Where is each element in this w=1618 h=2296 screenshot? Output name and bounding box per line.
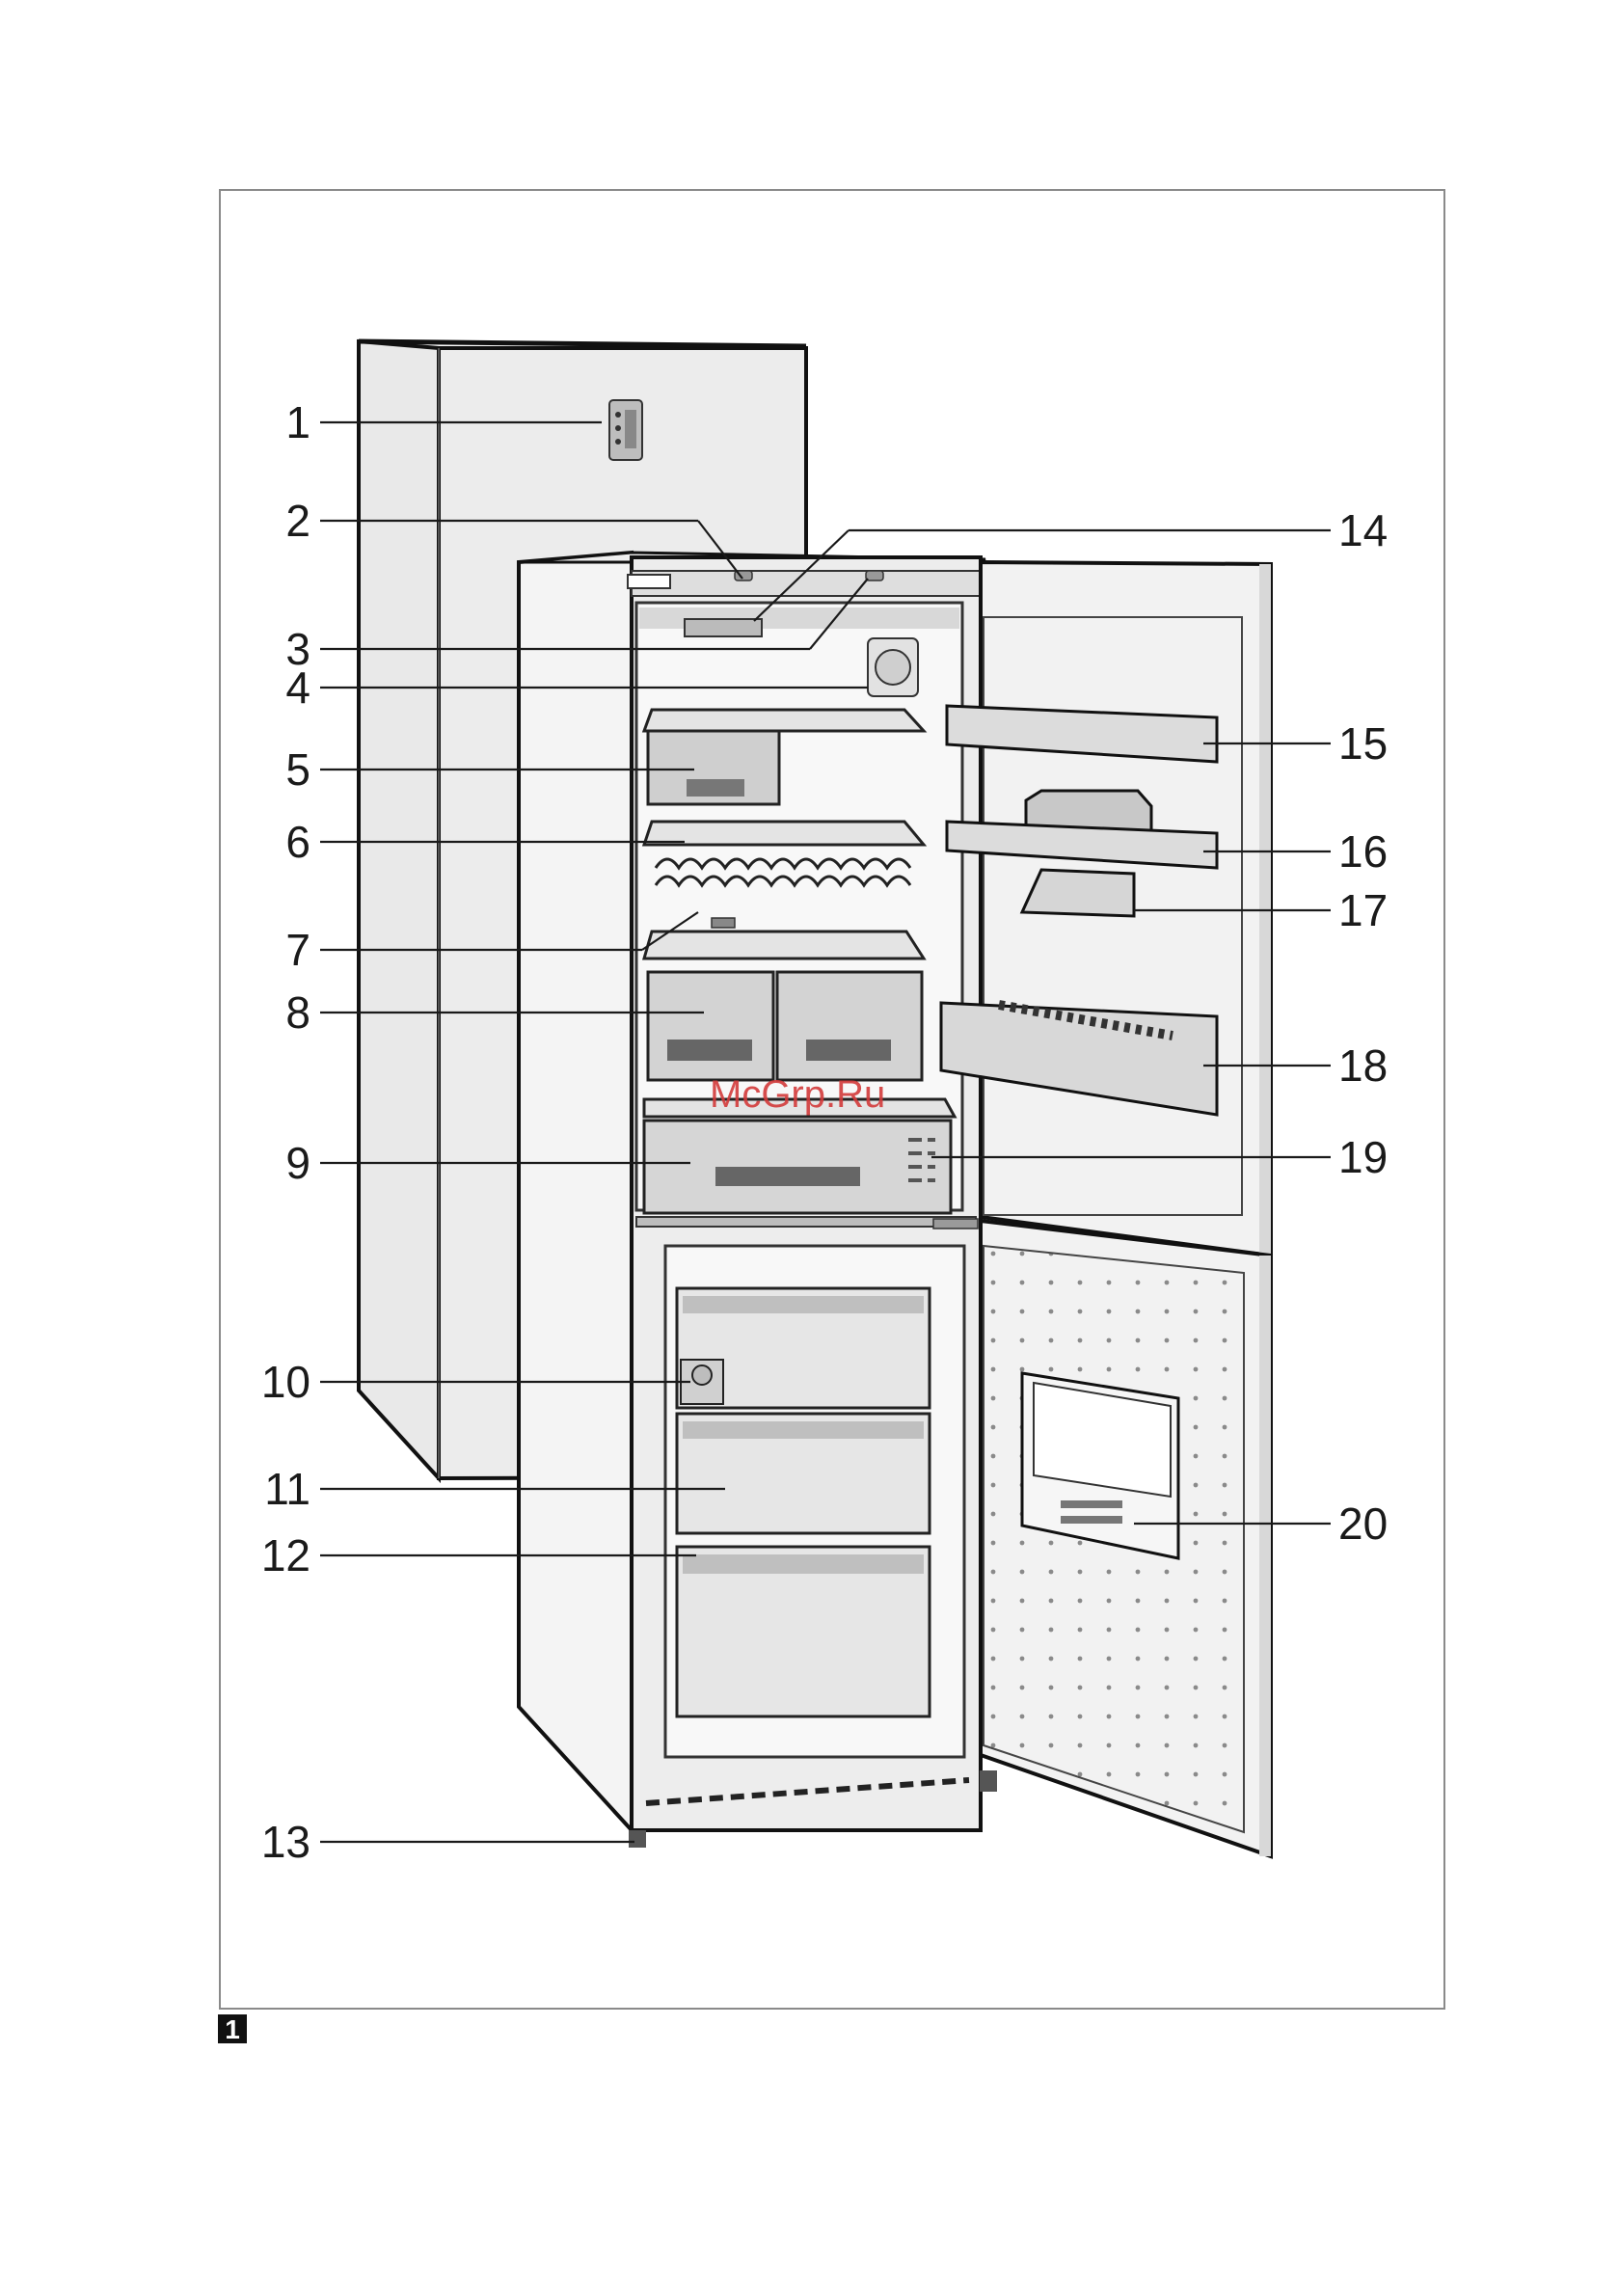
callout-1: 1: [285, 397, 310, 447]
callout-18: 18: [1338, 1040, 1388, 1091]
callout-14: 14: [1338, 505, 1388, 555]
callout-12: 12: [261, 1530, 310, 1580]
open-fridge-cabinet: [519, 553, 997, 1848]
open-doors: [933, 562, 1271, 1856]
control-panel-icon: [609, 400, 642, 460]
callout-13: 13: [261, 1817, 310, 1867]
callout-16: 16: [1338, 826, 1388, 877]
adjustable-foot-icon: [629, 1830, 646, 1848]
interior-light-icon: [685, 619, 762, 636]
callout-20: 20: [1338, 1499, 1388, 1549]
callout-4: 4: [285, 662, 310, 713]
fan-icon: [868, 638, 918, 696]
callout-9: 9: [285, 1138, 310, 1188]
callout-6: 6: [285, 817, 310, 867]
callout-10: 10: [261, 1357, 310, 1407]
watermark: McGrp.Ru: [710, 1073, 885, 1116]
callout-2: 2: [285, 496, 310, 546]
figure-number: 1: [225, 2014, 240, 2044]
callout-15: 15: [1338, 718, 1388, 769]
callout-11: 11: [264, 1464, 310, 1514]
callout-5: 5: [285, 744, 310, 795]
info-panel-icon: [1022, 1373, 1178, 1558]
callout-7: 7: [285, 925, 310, 975]
callout-19: 19: [1338, 1132, 1388, 1182]
callout-17: 17: [1338, 885, 1388, 935]
callout-8: 8: [285, 987, 310, 1038]
